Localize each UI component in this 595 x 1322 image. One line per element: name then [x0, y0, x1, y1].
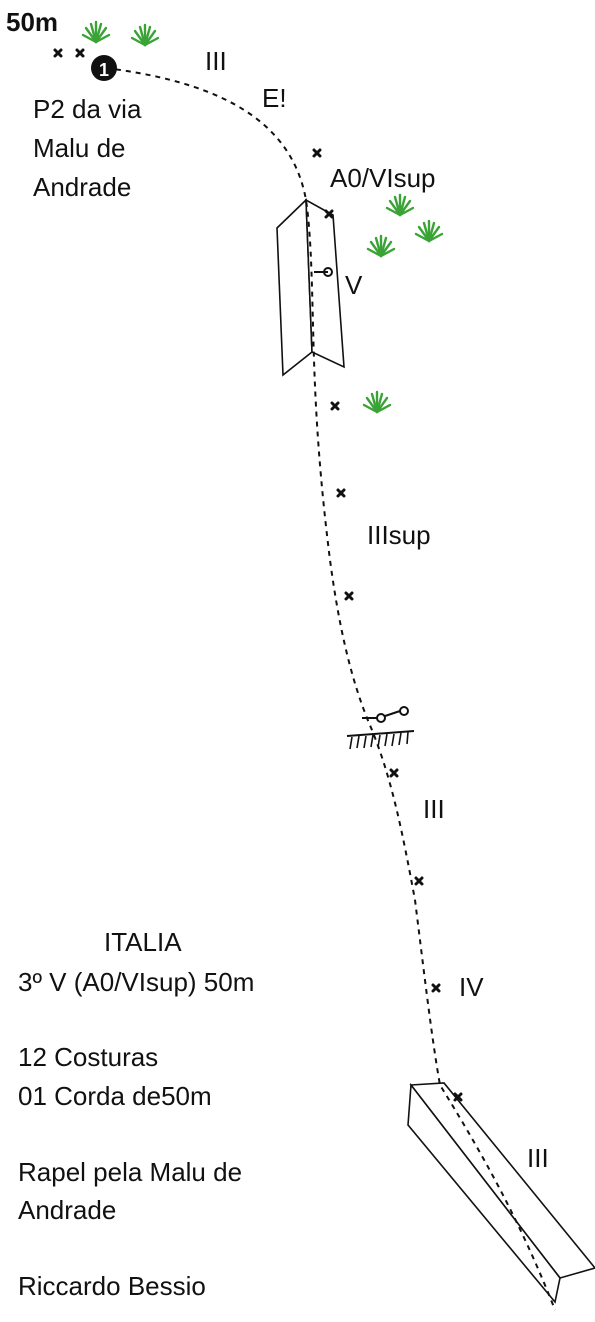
grade-label-iii-bottom: III: [527, 1143, 549, 1173]
grade-label-iii-top: III: [205, 46, 227, 76]
piton-icon: [362, 713, 386, 723]
bolt-icon: [336, 488, 346, 498]
grass-icon: [385, 193, 415, 217]
gear-line-2: 01 Corda de50m: [18, 1081, 212, 1111]
belay-station-icon: 1: [91, 55, 117, 81]
belay-note-line-1: P2 da via: [33, 94, 142, 124]
route-line: [105, 67, 556, 1311]
bolt-icon: [431, 983, 441, 993]
bolt-icon: [75, 48, 85, 58]
ledge-icon: [346, 730, 415, 750]
grass-icon: [414, 219, 444, 243]
grade-label-v: V: [345, 270, 363, 300]
upper-dihedral: [276, 198, 345, 377]
bolt-icon: [414, 876, 424, 886]
bolt-icon: [53, 48, 63, 58]
grass-icon: [366, 234, 396, 258]
grass-icon: [81, 20, 111, 44]
lower-slab: [407, 1082, 595, 1304]
top-length-label: 50m: [6, 7, 58, 37]
grade-label-iiisup: IIIsup: [367, 520, 431, 550]
grass-icon: [130, 23, 160, 47]
route-name: ITALIA: [104, 927, 182, 957]
bolt-icon: [324, 209, 334, 219]
rappel-line-2: Andrade: [18, 1195, 116, 1225]
grade-label-a0-visup: A0/VIsup: [330, 163, 436, 193]
piton-icon: [314, 267, 333, 277]
bolt-icon: [453, 1092, 463, 1102]
bolt-icon: [312, 148, 322, 158]
grade-label-iii-mid: III: [423, 794, 445, 824]
bolts: [53, 48, 463, 1102]
bolt-icon: [344, 591, 354, 601]
gear-line-1: 12 Costuras: [18, 1042, 158, 1072]
belay-note-line-3: Andrade: [33, 172, 131, 202]
warning-label: E!: [262, 83, 287, 113]
author-line: Riccardo Bessio: [18, 1271, 206, 1301]
grade-label-iv: IV: [459, 972, 484, 1002]
belay-number: 1: [99, 60, 109, 80]
bolt-icon: [330, 401, 340, 411]
bolt-icon: [389, 768, 399, 778]
route-grade-line: 3º V (A0/VIsup) 50m: [18, 967, 254, 997]
grass-icon: [362, 390, 392, 414]
belay-note-line-2: Malu de: [33, 133, 126, 163]
rappel-line-1: Rapel pela Malu de: [18, 1157, 242, 1187]
piton-icon: [384, 706, 409, 717]
